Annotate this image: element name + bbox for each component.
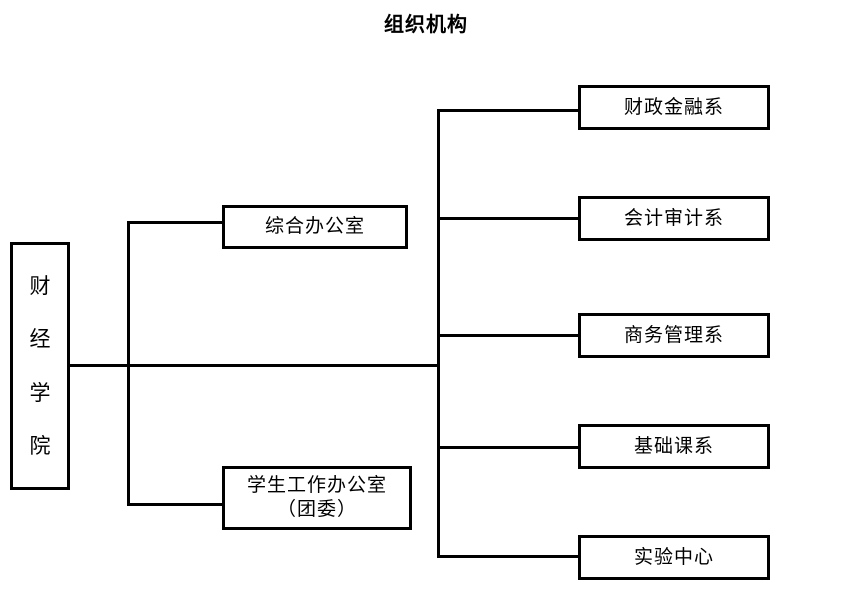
node-department-experiment-center[interactable]: 实验中心: [578, 535, 770, 580]
connector-root-stem: [70, 364, 130, 367]
node-department-business-management[interactable]: 商务管理系: [578, 313, 770, 358]
connector-department-1: [437, 109, 581, 112]
node-office-student-affairs-label-line1: 学生工作办公室: [246, 474, 387, 497]
root-char-4: 院: [29, 434, 51, 459]
node-office-student-affairs[interactable]: 学生工作办公室 （团委）: [222, 466, 412, 530]
node-department-business-management-label: 商务管理系: [623, 323, 724, 346]
node-department-experiment-center-label: 实验中心: [633, 545, 714, 568]
connector-main-spine: [127, 364, 440, 367]
connector-department-4: [437, 446, 581, 449]
connector-office-2: [127, 503, 225, 506]
node-department-basic-courses[interactable]: 基础课系: [578, 424, 770, 469]
connector-department-5: [437, 555, 581, 558]
node-department-finance-label: 财政金融系: [623, 95, 724, 118]
page-title: 组织机构: [384, 12, 468, 36]
node-office-student-affairs-label-line2: （团委）: [276, 498, 357, 520]
node-department-accounting-audit[interactable]: 会计审计系: [578, 196, 770, 241]
connector-department-2: [437, 217, 581, 220]
connector-office-bus: [127, 221, 130, 506]
root-char-1: 财: [29, 273, 51, 298]
node-root-college[interactable]: 财 经 学 院: [10, 242, 70, 490]
root-char-3: 学: [29, 380, 51, 405]
node-department-accounting-audit-label: 会计审计系: [623, 206, 724, 229]
connector-department-3: [437, 334, 581, 337]
node-office-general-label: 综合办公室: [264, 215, 365, 238]
connector-department-bus: [437, 109, 440, 558]
node-office-general[interactable]: 综合办公室: [222, 205, 408, 249]
node-department-basic-courses-label: 基础课系: [633, 434, 714, 457]
root-char-2: 经: [29, 327, 51, 352]
connector-office-1: [127, 221, 225, 224]
node-department-finance[interactable]: 财政金融系: [578, 85, 770, 130]
